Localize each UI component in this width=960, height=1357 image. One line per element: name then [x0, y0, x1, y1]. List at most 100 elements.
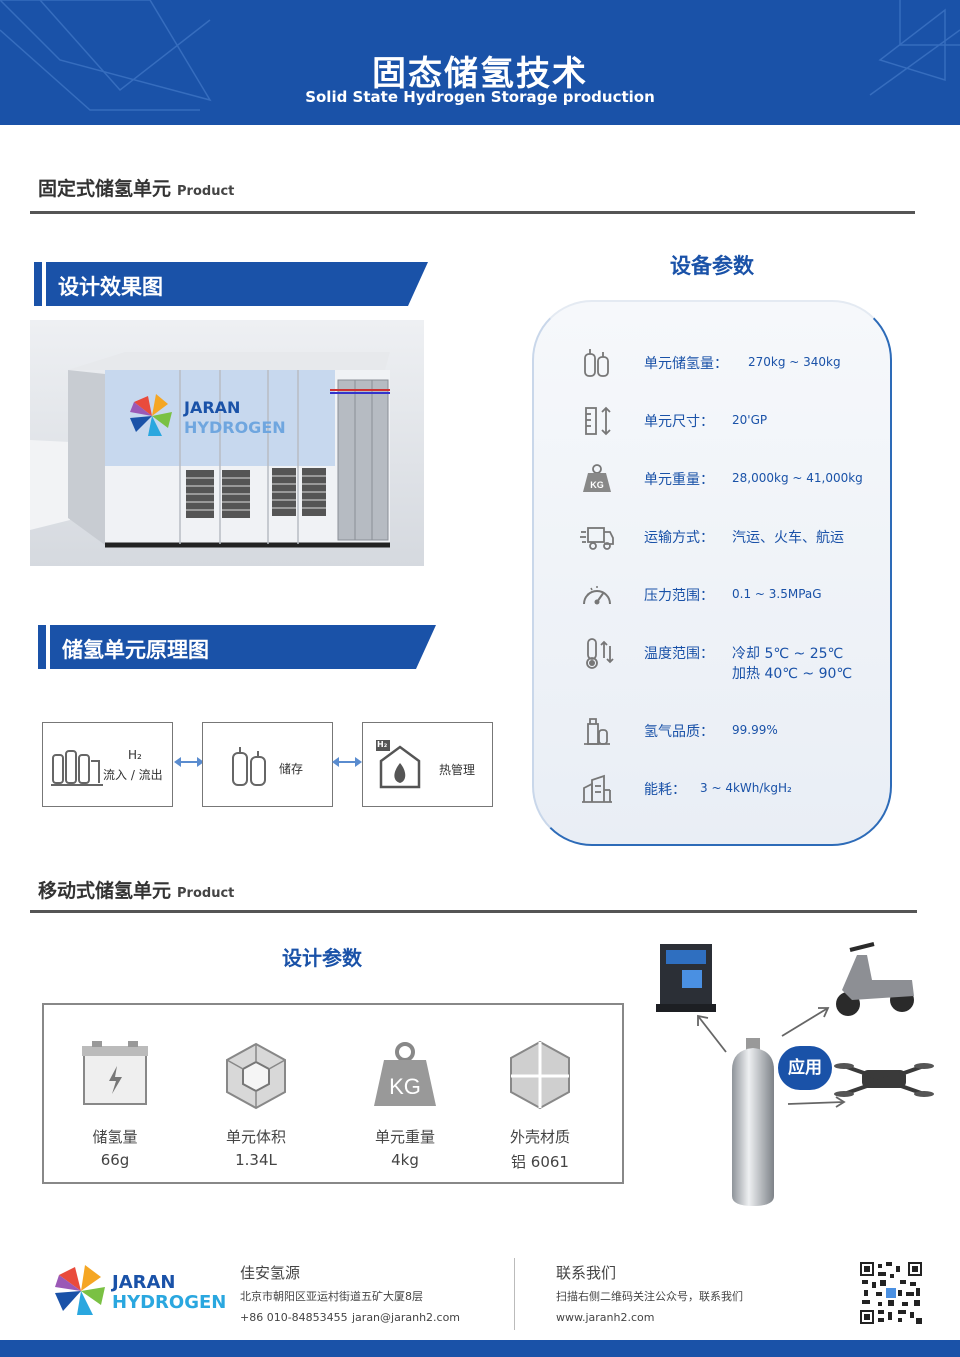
mobile-param-weight: KG 单元重量 4kg — [350, 1040, 460, 1169]
param-value: 0.1 ~ 3.5MPaG — [732, 587, 822, 601]
inflow-label: 流入 / 流出 — [103, 768, 163, 782]
fixed-section-title-en: Product — [177, 184, 235, 199]
weight-icon-text: KG — [389, 1074, 421, 1099]
mobile-param-capacity: 储氢量 66g — [60, 1040, 170, 1169]
thermal-h2-badge: H₂ — [377, 740, 388, 749]
battery-icon — [82, 1041, 148, 1105]
thermal-label: 热管理 — [439, 763, 476, 777]
principle-banner: 储氢单元原理图 — [38, 625, 436, 669]
mobile-param-value: 66g — [100, 1151, 130, 1169]
param-key: 温度范围： — [644, 646, 714, 662]
banner-body — [50, 625, 436, 669]
param-value: 99.99% — [732, 723, 778, 737]
banner-accent — [34, 262, 42, 306]
bidirectional-arrow-icon — [332, 757, 362, 767]
cube-icon — [226, 1042, 286, 1110]
footer-contact-desc: 扫描右侧二维码关注公众号，联系我们 — [556, 1290, 743, 1303]
container-illustration: JARAN HYDROGEN — [30, 320, 424, 566]
mobile-param-name: 外壳材质 — [509, 1128, 570, 1146]
header-decoration — [0, 0, 960, 111]
shell-icon — [510, 1040, 570, 1110]
page-subtitle: Solid State Hydrogen Storage production — [305, 88, 655, 106]
mobile-param-name: 储氢量 — [92, 1128, 138, 1146]
param-key: 单元重量： — [644, 472, 714, 488]
heat-house-icon — [376, 740, 421, 789]
principle-inflow-box: H₂ 流入 / 流出 — [42, 722, 173, 807]
page-title: 固态储氢技术 — [372, 54, 588, 94]
drone-icon — [834, 1063, 934, 1097]
principle-storage-box: 储存 — [202, 722, 333, 807]
footer-logo-hydrogen: HYDROGEN — [112, 1292, 227, 1313]
footer-email[interactable]: jaran@jaranh2.com — [352, 1311, 461, 1324]
mobile-param-value: 4kg — [391, 1151, 419, 1169]
thermometer-icon — [586, 638, 614, 669]
weight-icon: KG — [583, 464, 611, 492]
params-title: 设备参数 — [670, 254, 754, 278]
purity-icon — [584, 718, 610, 745]
principle-thermal-box: H₂ 热管理 — [362, 722, 493, 807]
param-value: 28,000kg ~ 41,000kg — [732, 471, 863, 485]
render-banner: 设计效果图 — [34, 262, 428, 306]
gas-cylinders-icon — [584, 349, 609, 377]
banner-body — [46, 262, 428, 306]
company-logo-icon — [55, 1265, 105, 1315]
param-key: 氢气品质： — [644, 724, 714, 740]
banner-accent — [38, 625, 46, 669]
footer-phone: +86 010-84853455 — [240, 1311, 348, 1324]
weight-icon-text: KG — [590, 480, 604, 490]
footer-contact-title: 联系我们 — [556, 1264, 617, 1282]
footer-separator — [514, 1258, 515, 1330]
param-value: 汽运、火车、航运 — [732, 530, 844, 546]
param-key: 单元储氢量： — [644, 356, 728, 372]
param-key: 压力范围： — [644, 588, 714, 604]
container-drawing — [30, 320, 424, 566]
section-divider — [30, 910, 917, 913]
mobile-param-name: 单元体积 — [225, 1128, 286, 1146]
mobile-param-shell: 外壳材质 铝 6061 — [485, 1040, 595, 1172]
param-value: 270kg ~ 340kg — [748, 355, 841, 369]
footer-bar — [0, 1340, 960, 1357]
storage-tanks-icon — [51, 750, 103, 786]
mobile-param-value: 1.34L — [235, 1151, 277, 1169]
section-divider — [30, 211, 915, 214]
mobile-section-title: 移动式储氢单元 — [38, 880, 172, 902]
dimension-icon — [585, 406, 611, 436]
param-value: 20'GP — [732, 413, 768, 427]
gas-cylinders-icon — [232, 747, 266, 786]
mobile-param-name: 单元重量 — [374, 1128, 435, 1146]
design-params-title: 设计参数 — [282, 946, 362, 970]
factory-icon — [582, 774, 612, 803]
mobile-param-volume: 单元体积 1.34L — [201, 1040, 311, 1169]
principle-banner-label: 储氢单元原理图 — [62, 638, 209, 662]
param-value: 3 ~ 4kWh/kgH₂ — [700, 781, 792, 795]
weight-icon: KG — [374, 1042, 436, 1106]
footer-logo-jaran: JARAN — [112, 1272, 176, 1293]
inflow-h2-label: H₂ — [128, 748, 142, 762]
container-brand-jaran: JARAN — [184, 398, 241, 417]
footer-website[interactable]: www.jaranh2.com — [556, 1311, 655, 1324]
mobile-param-value: 铝 6061 — [511, 1153, 569, 1171]
mobile-section-title-en: Product — [177, 886, 235, 901]
param-key: 能耗： — [644, 782, 686, 798]
fixed-section-title: 固定式储氢单元 — [38, 178, 172, 200]
mobile-section-heading: 移动式储氢单元 Product — [38, 876, 234, 903]
page-header: 固态储氢技术 Solid State Hydrogen Storage prod… — [0, 0, 960, 125]
charging-station-icon — [656, 944, 716, 1012]
param-key: 单元尺寸： — [644, 414, 714, 430]
footer-address: 北京市朝阳区亚运村街道五矿大厦8层 — [240, 1290, 423, 1303]
storage-label: 储存 — [279, 762, 304, 776]
param-value-2: 加热 40℃ ~ 90℃ — [732, 666, 853, 682]
container-brand-hydrogen: HYDROGEN — [184, 418, 286, 437]
scooter-icon — [836, 942, 914, 1016]
truck-icon — [580, 527, 614, 550]
param-key: 运输方式： — [644, 530, 714, 546]
fixed-section-heading: 固定式储氢单元 Product — [38, 174, 234, 201]
param-value: 冷却 5℃ ~ 25℃ — [732, 646, 844, 662]
params-card — [532, 300, 892, 846]
footer-company-name: 佳安氢源 — [240, 1264, 301, 1282]
bidirectional-arrow-icon — [174, 757, 204, 767]
qr-code-icon — [860, 1262, 922, 1324]
hydrogen-cylinder-icon — [732, 1038, 774, 1206]
applications-illustration — [656, 942, 934, 1206]
gauge-icon — [583, 586, 611, 605]
